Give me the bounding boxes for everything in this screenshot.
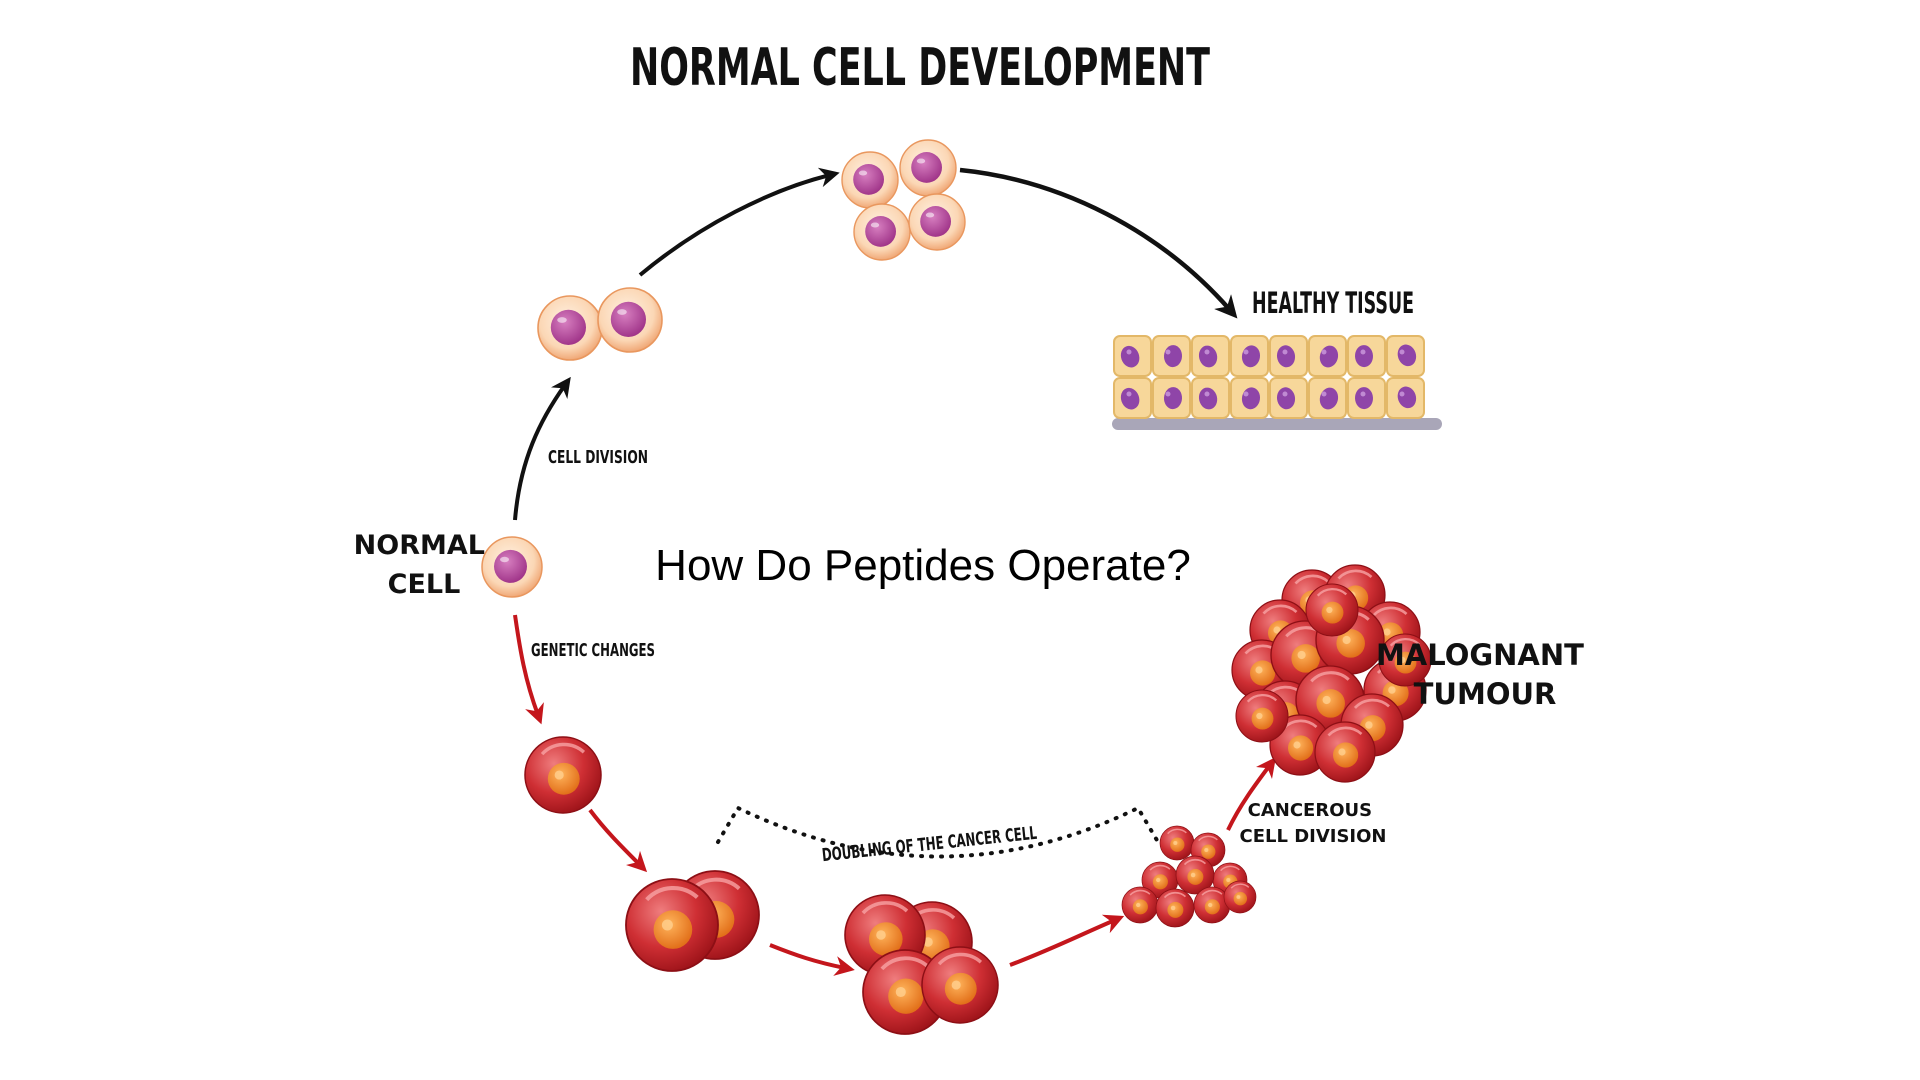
doubling-bracket (716, 805, 1160, 859)
cancer-cell (1156, 889, 1194, 927)
tissue-cell (1230, 335, 1269, 377)
tissue-cell (1230, 377, 1269, 419)
tissue-cell (1113, 335, 1152, 377)
tissue-cell (1152, 377, 1191, 419)
malignant-tumour-label: MALOGNANT TUMOUR (1376, 638, 1594, 711)
two-normal-cells-icon (538, 288, 662, 360)
arrow-to-four-cells (638, 167, 840, 277)
arrow-cancer-double (588, 808, 648, 873)
arrow-cancer-four (769, 943, 855, 976)
arrow-cancer-cluster (1009, 914, 1125, 967)
normal-cell-label: NORMAL CELL (354, 530, 495, 600)
arrow-cell-division (513, 376, 571, 521)
tissue-cell (1347, 335, 1386, 377)
arrow-to-tumour (1226, 756, 1276, 831)
healthy-tissue-icon (1112, 335, 1442, 430)
arrow-to-healthy-tissue (959, 167, 1238, 319)
cancer-cell (1160, 826, 1194, 860)
cancer-cell (1236, 690, 1288, 742)
healthy-tissue-label: HEALTHY TISSUE (1252, 286, 1414, 320)
cancer-cell (1224, 881, 1256, 913)
tissue-cell (1386, 335, 1425, 377)
cancer-cell (1122, 887, 1158, 923)
center-question: How Do Peptides Operate? (655, 541, 1191, 590)
tissue-cell (1269, 377, 1308, 419)
tissue-cell (1347, 377, 1386, 419)
diagram-title: NORMAL CELL DEVELOPMENT (630, 38, 1210, 98)
small-cancer-cluster-icon (1122, 826, 1256, 927)
tissue-cell (1308, 335, 1347, 377)
tissue-cell (1386, 377, 1425, 419)
cancer-cell (1306, 584, 1358, 636)
two-cancer-cells-icon (626, 871, 759, 971)
cell-division-label: CELL DIVISION (548, 447, 648, 468)
cancerous-division-label: CANCEROUS CELL DIVISION (1239, 800, 1386, 847)
four-cancer-cells-icon (845, 895, 998, 1034)
tissue-cell (1113, 377, 1152, 419)
genetic-changes-label: GENETIC CHANGES (531, 640, 655, 661)
doubling-label: DOUBLING OF THE CANCER CELL (821, 823, 1038, 866)
cancer-cell-icon (525, 737, 601, 813)
malignant-tumour-icon (1232, 565, 1431, 782)
tissue-cell (1191, 377, 1230, 419)
arrow-genetic-changes (513, 614, 544, 725)
cancer-cell (1315, 722, 1375, 782)
tissue-cell (1269, 335, 1308, 377)
tissue-cell (1152, 335, 1191, 377)
tissue-cell (1191, 335, 1230, 377)
four-normal-cells-icon (842, 140, 965, 260)
tissue-cell (1308, 377, 1347, 419)
